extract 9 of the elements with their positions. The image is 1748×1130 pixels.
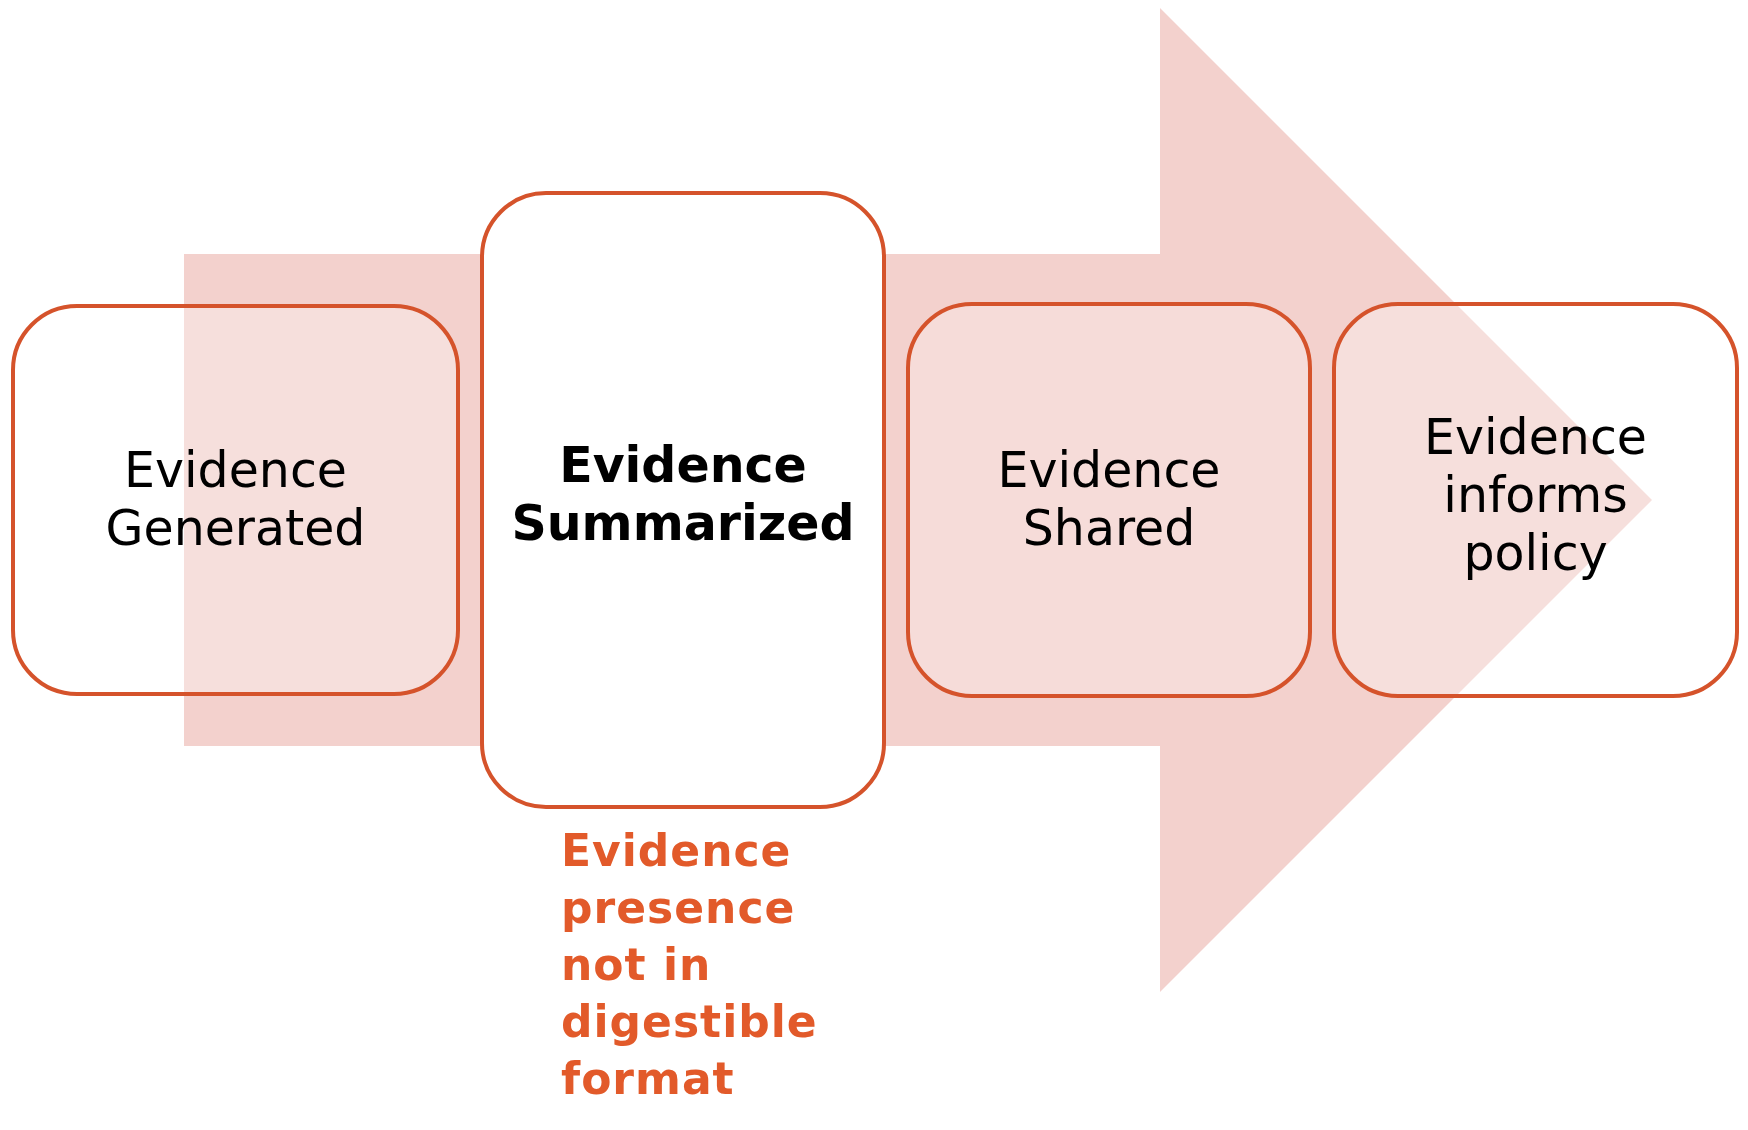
step-box [480,191,886,809]
step-label: Evidence informs policy [1423,409,1648,583]
step-box [11,304,460,696]
step-label: Evidence Generated [104,442,367,558]
step-box [906,302,1312,698]
step-label: Evidence Shared [996,442,1222,558]
step-box [1332,302,1739,698]
step-note: Evidence presence not in digestible format [561,824,819,1106]
step-label: Evidence Summarized [510,437,856,553]
